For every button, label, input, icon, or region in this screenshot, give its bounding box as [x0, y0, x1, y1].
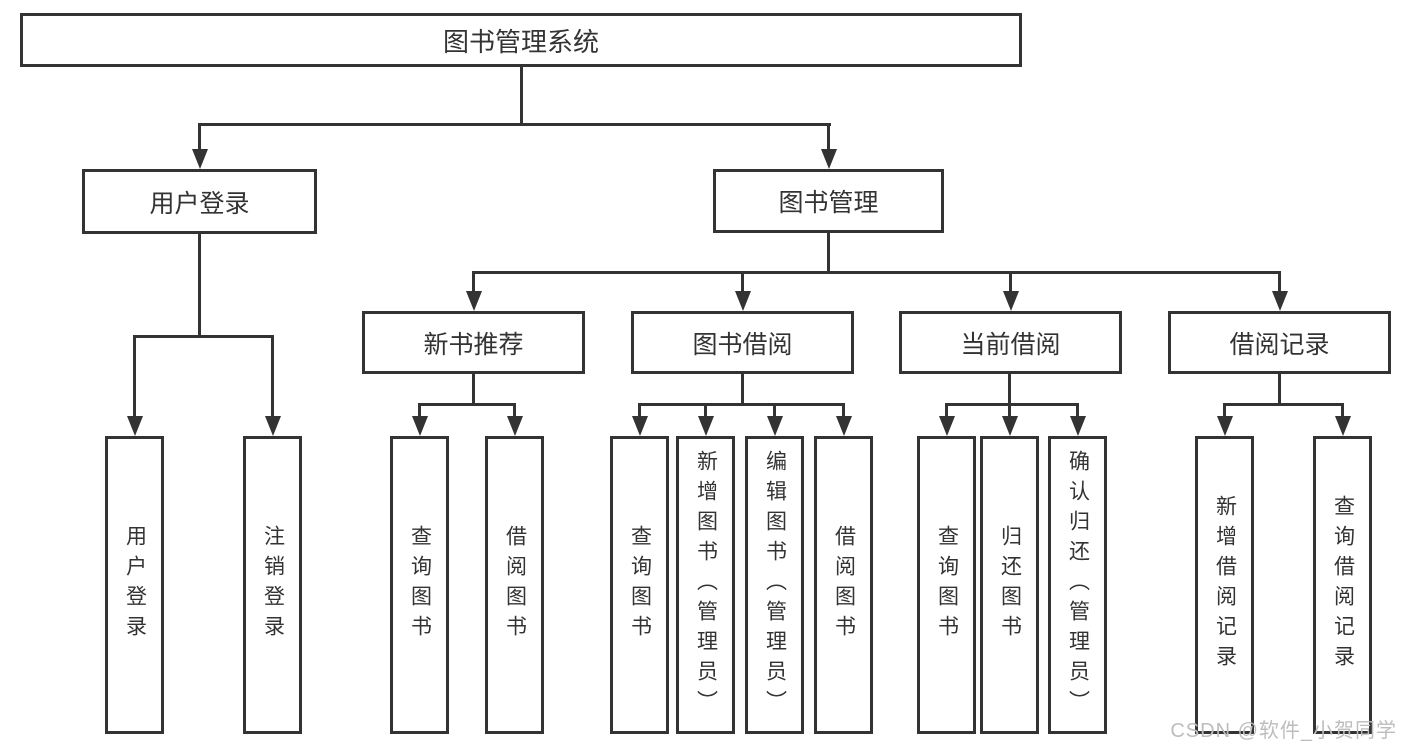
connector-line	[827, 233, 830, 274]
node-label: 编辑图书（管理员）	[763, 450, 787, 720]
csdn-watermark: CSDN @软件_小贺同学	[1170, 720, 1397, 742]
node-user-login: 用户登录	[82, 169, 317, 234]
arrow-down-icon	[412, 416, 428, 436]
node-borrow-records: 借阅记录	[1168, 311, 1391, 374]
connector-line	[472, 271, 475, 294]
node-label: 查询图书	[408, 525, 432, 645]
arrow-down-icon	[836, 416, 852, 436]
connector-line	[945, 403, 948, 418]
connector-line	[773, 403, 776, 418]
connector-line	[133, 335, 274, 338]
node-label: 注销登录	[261, 525, 285, 645]
connector-line	[741, 271, 744, 294]
arrow-down-icon	[466, 291, 482, 311]
connector-line	[842, 403, 845, 418]
arrow-down-icon	[1070, 416, 1086, 436]
connector-line	[741, 374, 744, 406]
arrow-down-icon	[507, 416, 523, 436]
node-label: 借阅图书	[503, 525, 527, 645]
node-leaf-borrow-books-2: 借阅图书	[814, 436, 873, 734]
node-leaf-edit-book-admin: 编辑图书（管理员）	[745, 436, 804, 734]
node-leaf-add-book-admin: 新增图书（管理员）	[676, 436, 735, 734]
arrow-down-icon	[767, 416, 783, 436]
connector-line	[198, 123, 201, 151]
node-label: 借阅图书	[832, 525, 856, 645]
connector-line	[472, 271, 1281, 274]
node-current-borrow: 当前借阅	[899, 311, 1122, 374]
arrow-down-icon	[1335, 416, 1351, 436]
node-library-management-system: 图书管理系统	[20, 13, 1022, 67]
node-label: 查询图书	[935, 525, 959, 645]
arrow-down-icon	[127, 416, 143, 436]
connector-line	[271, 335, 274, 418]
arrow-down-icon	[939, 416, 955, 436]
connector-line	[1278, 271, 1281, 294]
connector-line	[1008, 374, 1011, 406]
arrow-down-icon	[632, 416, 648, 436]
node-book-management: 图书管理	[713, 169, 944, 233]
connector-line	[1223, 403, 1226, 418]
node-label: 新增借阅记录	[1213, 495, 1237, 675]
connector-line	[1009, 271, 1012, 294]
node-leaf-borrow-books-1: 借阅图书	[485, 436, 544, 734]
node-label: 确认归还（管理员）	[1066, 450, 1090, 720]
connector-line	[945, 403, 1079, 406]
arrow-down-icon	[1003, 291, 1019, 311]
arrow-down-icon	[735, 291, 751, 311]
node-label: 查询图书	[628, 525, 652, 645]
connector-line	[1076, 403, 1079, 418]
arrow-down-icon	[821, 149, 837, 169]
connector-line	[638, 403, 641, 418]
node-leaf-confirm-return-admin: 确认归还（管理员）	[1048, 436, 1107, 734]
node-leaf-user-login: 用户登录	[105, 436, 164, 734]
node-book-borrow: 图书借阅	[631, 311, 854, 374]
node-leaf-logout: 注销登录	[243, 436, 302, 734]
node-leaf-return-books: 归还图书	[980, 436, 1039, 734]
connector-line	[704, 403, 707, 418]
arrow-down-icon	[1002, 416, 1018, 436]
node-leaf-query-books-1: 查询图书	[390, 436, 449, 734]
arrow-down-icon	[1272, 291, 1288, 311]
node-label: 查询借阅记录	[1331, 495, 1355, 675]
node-label: 归还图书	[998, 525, 1022, 645]
connector-line	[638, 403, 845, 406]
connector-line	[520, 67, 523, 126]
connector-line	[133, 335, 136, 418]
node-leaf-add-borrow-record: 新增借阅记录	[1195, 436, 1254, 734]
connector-line	[198, 234, 201, 338]
arrow-down-icon	[1217, 416, 1233, 436]
connector-line	[513, 403, 516, 418]
arrow-down-icon	[192, 149, 208, 169]
node-new-book-recommend: 新书推荐	[362, 311, 585, 374]
connector-line	[1008, 403, 1011, 418]
connector-line	[418, 403, 516, 406]
connector-line	[198, 123, 831, 126]
connector-line	[418, 403, 421, 418]
connector-line	[1223, 403, 1344, 406]
connector-line	[472, 374, 475, 406]
arrow-down-icon	[698, 416, 714, 436]
node-label: 用户登录	[123, 525, 147, 645]
node-leaf-query-books-3: 查询图书	[917, 436, 976, 734]
arrow-down-icon	[265, 416, 281, 436]
connector-line	[827, 123, 830, 151]
node-label: 新增图书（管理员）	[694, 450, 718, 720]
connector-line	[1278, 374, 1281, 406]
node-leaf-query-borrow-record: 查询借阅记录	[1313, 436, 1372, 734]
node-leaf-query-books-2: 查询图书	[610, 436, 669, 734]
connector-line	[1341, 403, 1344, 418]
